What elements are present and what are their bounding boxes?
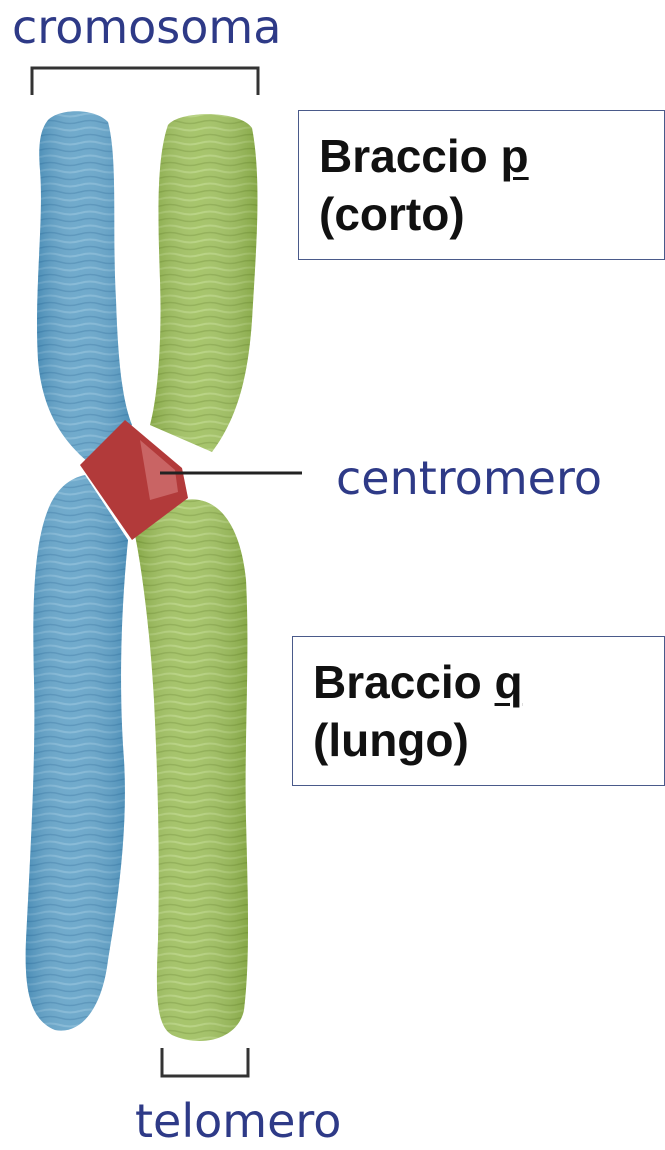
arm-p-title: Braccio p (319, 127, 664, 185)
telomere-bracket (162, 1048, 248, 1076)
left-chromatid-upper-arm (37, 111, 132, 462)
right-chromatid-lower-arm (135, 499, 248, 1041)
arm-q-title: Braccio q (313, 653, 664, 711)
right-chromatid-upper-arm (150, 114, 257, 452)
arm-q-box: Braccio q (lungo) (292, 636, 665, 786)
arm-p-box: Braccio p (corto) (298, 110, 665, 260)
centromero-label: centromero (336, 455, 602, 501)
telomero-label: telomero (135, 1098, 341, 1144)
arm-q-subtitle: (lungo) (313, 711, 664, 769)
left-chromatid-lower-arm (26, 475, 128, 1031)
arm-p-letter: p (501, 130, 529, 182)
chromosome-bracket (32, 68, 258, 95)
arm-q-letter: q (495, 656, 523, 708)
arm-p-subtitle: (corto) (319, 185, 664, 243)
cromosoma-label: cromosoma (12, 4, 281, 50)
arm-p-prefix: Braccio (319, 130, 501, 182)
arm-q-prefix: Braccio (313, 656, 495, 708)
